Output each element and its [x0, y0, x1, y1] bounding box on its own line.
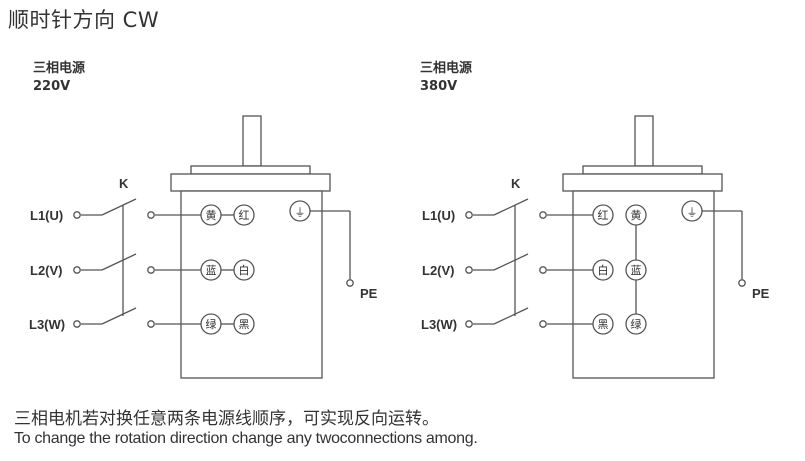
- switch-label: K: [119, 176, 129, 191]
- line-label-3: L3(W): [421, 317, 457, 332]
- terminal-color-label: 蓝: [206, 264, 217, 277]
- line-input-terminal: [465, 211, 473, 219]
- motor-top-plate: [582, 165, 703, 175]
- line-label-2: L2(V): [422, 263, 455, 278]
- pe-terminal: [738, 279, 746, 287]
- motor-top-plate: [190, 165, 311, 175]
- line-label-1: L1(U): [30, 208, 63, 223]
- switch-blade: [101, 253, 137, 271]
- terminal-color-label: 白: [239, 263, 250, 277]
- terminal-color-label: 黑: [239, 318, 250, 331]
- switch-blade: [493, 198, 529, 216]
- wire-terminal-黑: [592, 313, 614, 335]
- terminal-color-label: 黑: [598, 318, 609, 331]
- terminal-color-label: 白: [598, 263, 609, 277]
- pe-label: PE: [360, 286, 378, 301]
- pe-label: PE: [752, 286, 770, 301]
- switch-blade: [493, 253, 529, 271]
- switch-contact: [539, 266, 547, 274]
- switch-contact: [147, 266, 155, 274]
- power-source-label-380: 三相电源 380V: [420, 60, 472, 96]
- wire-terminal-红: [592, 204, 614, 226]
- terminal-color-label: 黄: [631, 208, 642, 222]
- ground-icon: ⏚: [687, 206, 698, 219]
- switch-blade: [101, 198, 137, 216]
- power-source-label-220: 三相电源 220V: [33, 60, 85, 96]
- voltage-label: 380V: [420, 79, 458, 94]
- line-input-terminal: [465, 320, 473, 328]
- line-input-terminal: [73, 266, 81, 274]
- motor-diagram-220V: K L1(U) 黄 红 L2(V) 蓝 白 L3(W) 绿 黑 ⏚ PE: [29, 115, 378, 379]
- source-label: 三相电源: [420, 61, 473, 76]
- motor-shaft: [634, 115, 654, 167]
- terminal-color-label: 红: [598, 209, 609, 222]
- motor-shaft: [242, 115, 262, 167]
- motor-diagram-380V: K L1(U) 红 黄 L2(V) 白 蓝 L3(W) 黑 绿 ⏚ PE: [421, 115, 770, 379]
- motor-flange: [562, 173, 723, 192]
- page-title: 顺时针方向 CW: [8, 8, 160, 32]
- line-input-terminal: [73, 320, 81, 328]
- source-label: 三相电源: [33, 61, 86, 76]
- switch-label: K: [511, 176, 521, 191]
- switch-contact: [147, 211, 155, 219]
- line-label-2: L2(V): [30, 263, 63, 278]
- ground-icon: ⏚: [295, 206, 306, 219]
- switch-blade: [101, 307, 137, 325]
- line-label-1: L1(U): [422, 208, 455, 223]
- motor-flange: [170, 173, 331, 192]
- line-input-terminal: [465, 266, 473, 274]
- switch-contact: [539, 320, 547, 328]
- caption-english: To change the rotation direction change …: [14, 430, 478, 447]
- switch-contact: [147, 320, 155, 328]
- terminal-color-label: 绿: [631, 317, 642, 331]
- wire-terminal-白: [592, 259, 614, 281]
- terminal-color-label: 绿: [206, 317, 217, 331]
- terminal-color-label: 红: [239, 209, 250, 222]
- line-label-3: L3(W): [29, 317, 65, 332]
- pe-terminal: [346, 279, 354, 287]
- caption-chinese: 三相电机若对换任意两条电源线顺序，可实现反向运转。: [14, 409, 439, 429]
- switch-contact: [539, 211, 547, 219]
- voltage-label: 220V: [33, 79, 71, 94]
- line-input-terminal: [73, 211, 81, 219]
- switch-blade: [493, 307, 529, 325]
- terminal-color-label: 黄: [206, 208, 217, 222]
- terminal-color-label: 蓝: [631, 264, 642, 277]
